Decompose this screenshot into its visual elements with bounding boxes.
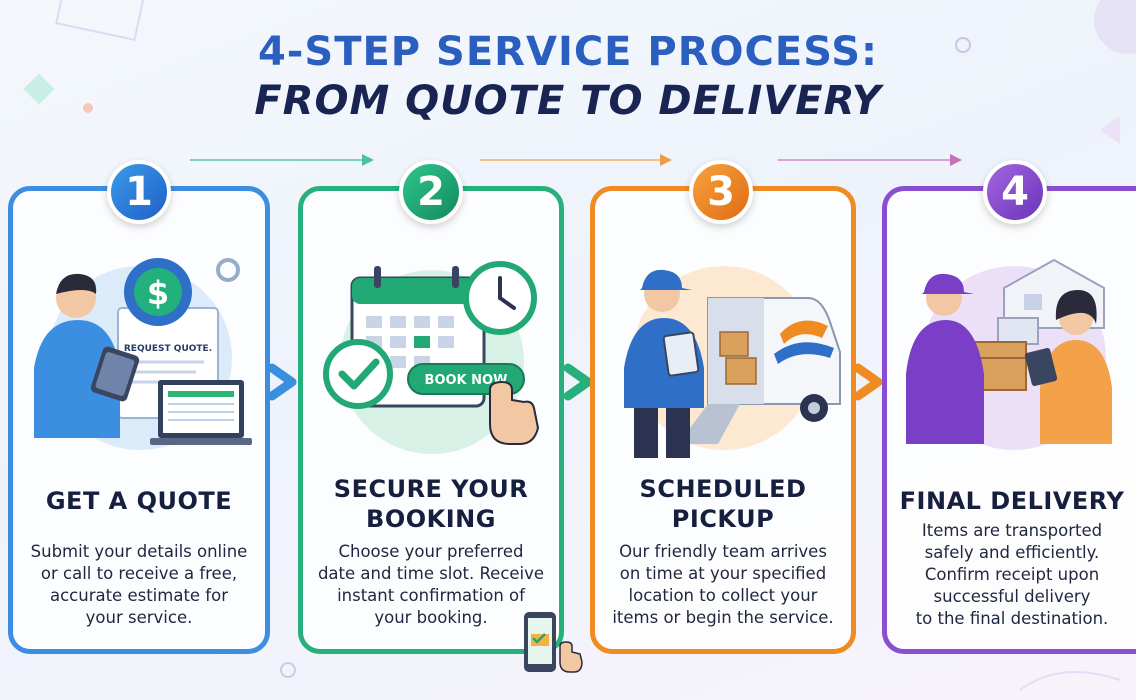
step-2-illustration: BOOK NOW [323, 261, 540, 454]
step-4-description: Items are transported safely and efficie… [915, 521, 1109, 628]
step-3-badge: 3 [689, 160, 753, 224]
flow-arrow-1-to-2 [267, 363, 297, 401]
step-1-description: Submit your details online or call to re… [30, 542, 248, 627]
step-3-title: SCHEDULED PICKUP [639, 475, 807, 533]
svg-text:$: $ [147, 274, 169, 312]
title-line-1: 4-STEP SERVICE PROCESS: [257, 29, 879, 75]
phone-confirmation-icon [524, 612, 583, 673]
step-3-illustration [624, 266, 841, 458]
book-now-label: BOOK NOW [425, 373, 508, 388]
flow-arrow-3-to-4 [853, 363, 883, 401]
step-1-illustration: REQUEST QUOTE. $ [34, 258, 252, 450]
step-1-title: GET A QUOTE [45, 487, 233, 515]
request-quote-label: REQUEST QUOTE. [124, 344, 212, 354]
title-line-2: FROM QUOTE TO DELIVERY [254, 78, 882, 124]
dollar-gear-icon: $ [124, 258, 192, 326]
step-4-badge: 4 [983, 160, 1047, 224]
step-4-illustration [906, 258, 1112, 450]
step-1-badge: 1 [107, 160, 171, 224]
page-title: 4-STEP SERVICE PROCESS: FROM QUOTE TO DE… [0, 28, 1136, 126]
step-2-badge: 2 [399, 160, 463, 224]
flow-arrow-2-to-3 [563, 363, 593, 401]
step-4-title: FINAL DELIVERY [899, 487, 1125, 515]
step-2-title: SECURE YOUR BOOKING [333, 475, 529, 533]
delivery-van-icon [678, 297, 841, 444]
step-2-description: Choose your preferred date and time slot… [317, 542, 545, 627]
step-3-description: Our friendly team arrives on time at you… [612, 542, 834, 627]
